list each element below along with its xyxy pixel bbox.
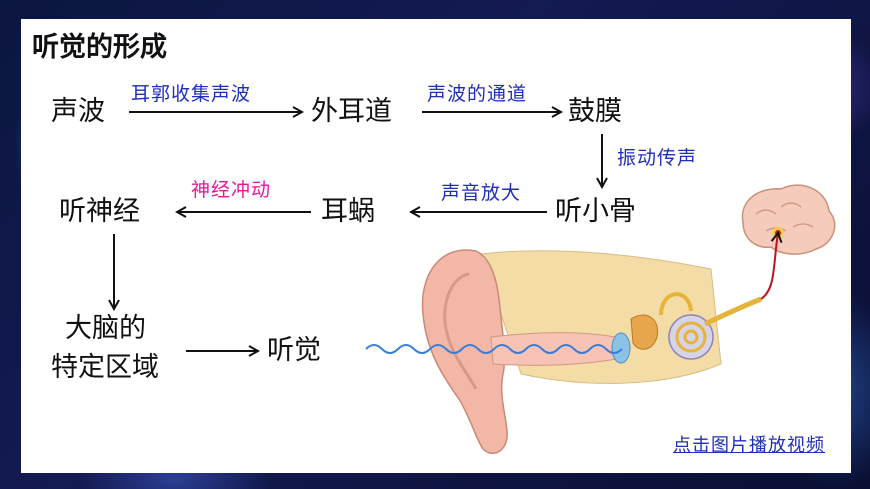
label-vibrate: 振动传声 [617, 147, 698, 169]
node-hearing: 听觉 [267, 335, 321, 366]
node-cochlea: 耳蜗 [321, 196, 375, 227]
label-channel: 声波的通道 [427, 83, 528, 105]
label-collect: 耳郭收集声波 [131, 83, 252, 105]
node-sound-wave: 声波 [51, 96, 105, 127]
label-amplify: 声音放大 [441, 182, 522, 204]
ear-anatomy-illustration [365, 184, 836, 454]
play-video-link[interactable]: 点击图片播放视频 [673, 435, 825, 456]
node-brain-area-line2: 特定区域 [51, 352, 159, 383]
flow-arrows [21, 19, 836, 454]
slide-panel: 听觉的形成 [21, 19, 851, 473]
node-ossicles: 听小骨 [555, 196, 636, 227]
node-brain-area-line1: 大脑的 [65, 313, 146, 344]
node-outer-ear-canal: 外耳道 [311, 96, 392, 127]
node-auditory-nerve: 听神经 [59, 196, 140, 227]
slide-title: 听觉的形成 [32, 32, 167, 63]
node-eardrum: 鼓膜 [568, 96, 622, 127]
label-impulse: 神经冲动 [191, 179, 272, 201]
